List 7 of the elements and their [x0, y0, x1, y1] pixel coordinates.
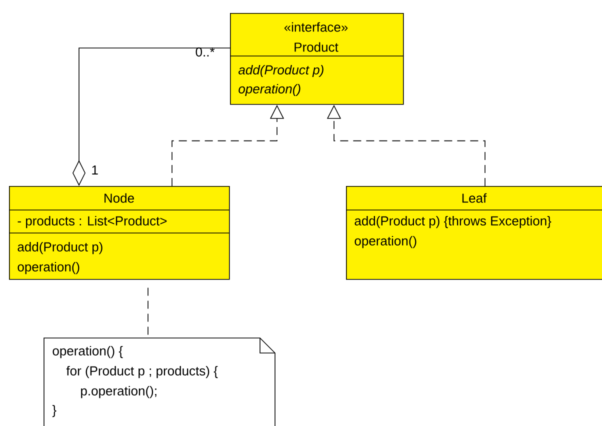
multiplicity-label: 1 — [92, 166, 98, 174]
aggregation-line — [72, 48, 230, 186]
class-box: «interface» Product add(Product p) operation() — [230, 13, 404, 105]
note-box: operation() { for (Product p ; products) { p.operation(); } — [44, 338, 276, 426]
class-box: Node - products : List<Product> add(Product p) operation() — [8, 186, 230, 280]
multiplicity-label: 0..* — [196, 47, 215, 57]
class-box: Leaf add(Product p) {throws Exception} operation() — [346, 186, 602, 280]
